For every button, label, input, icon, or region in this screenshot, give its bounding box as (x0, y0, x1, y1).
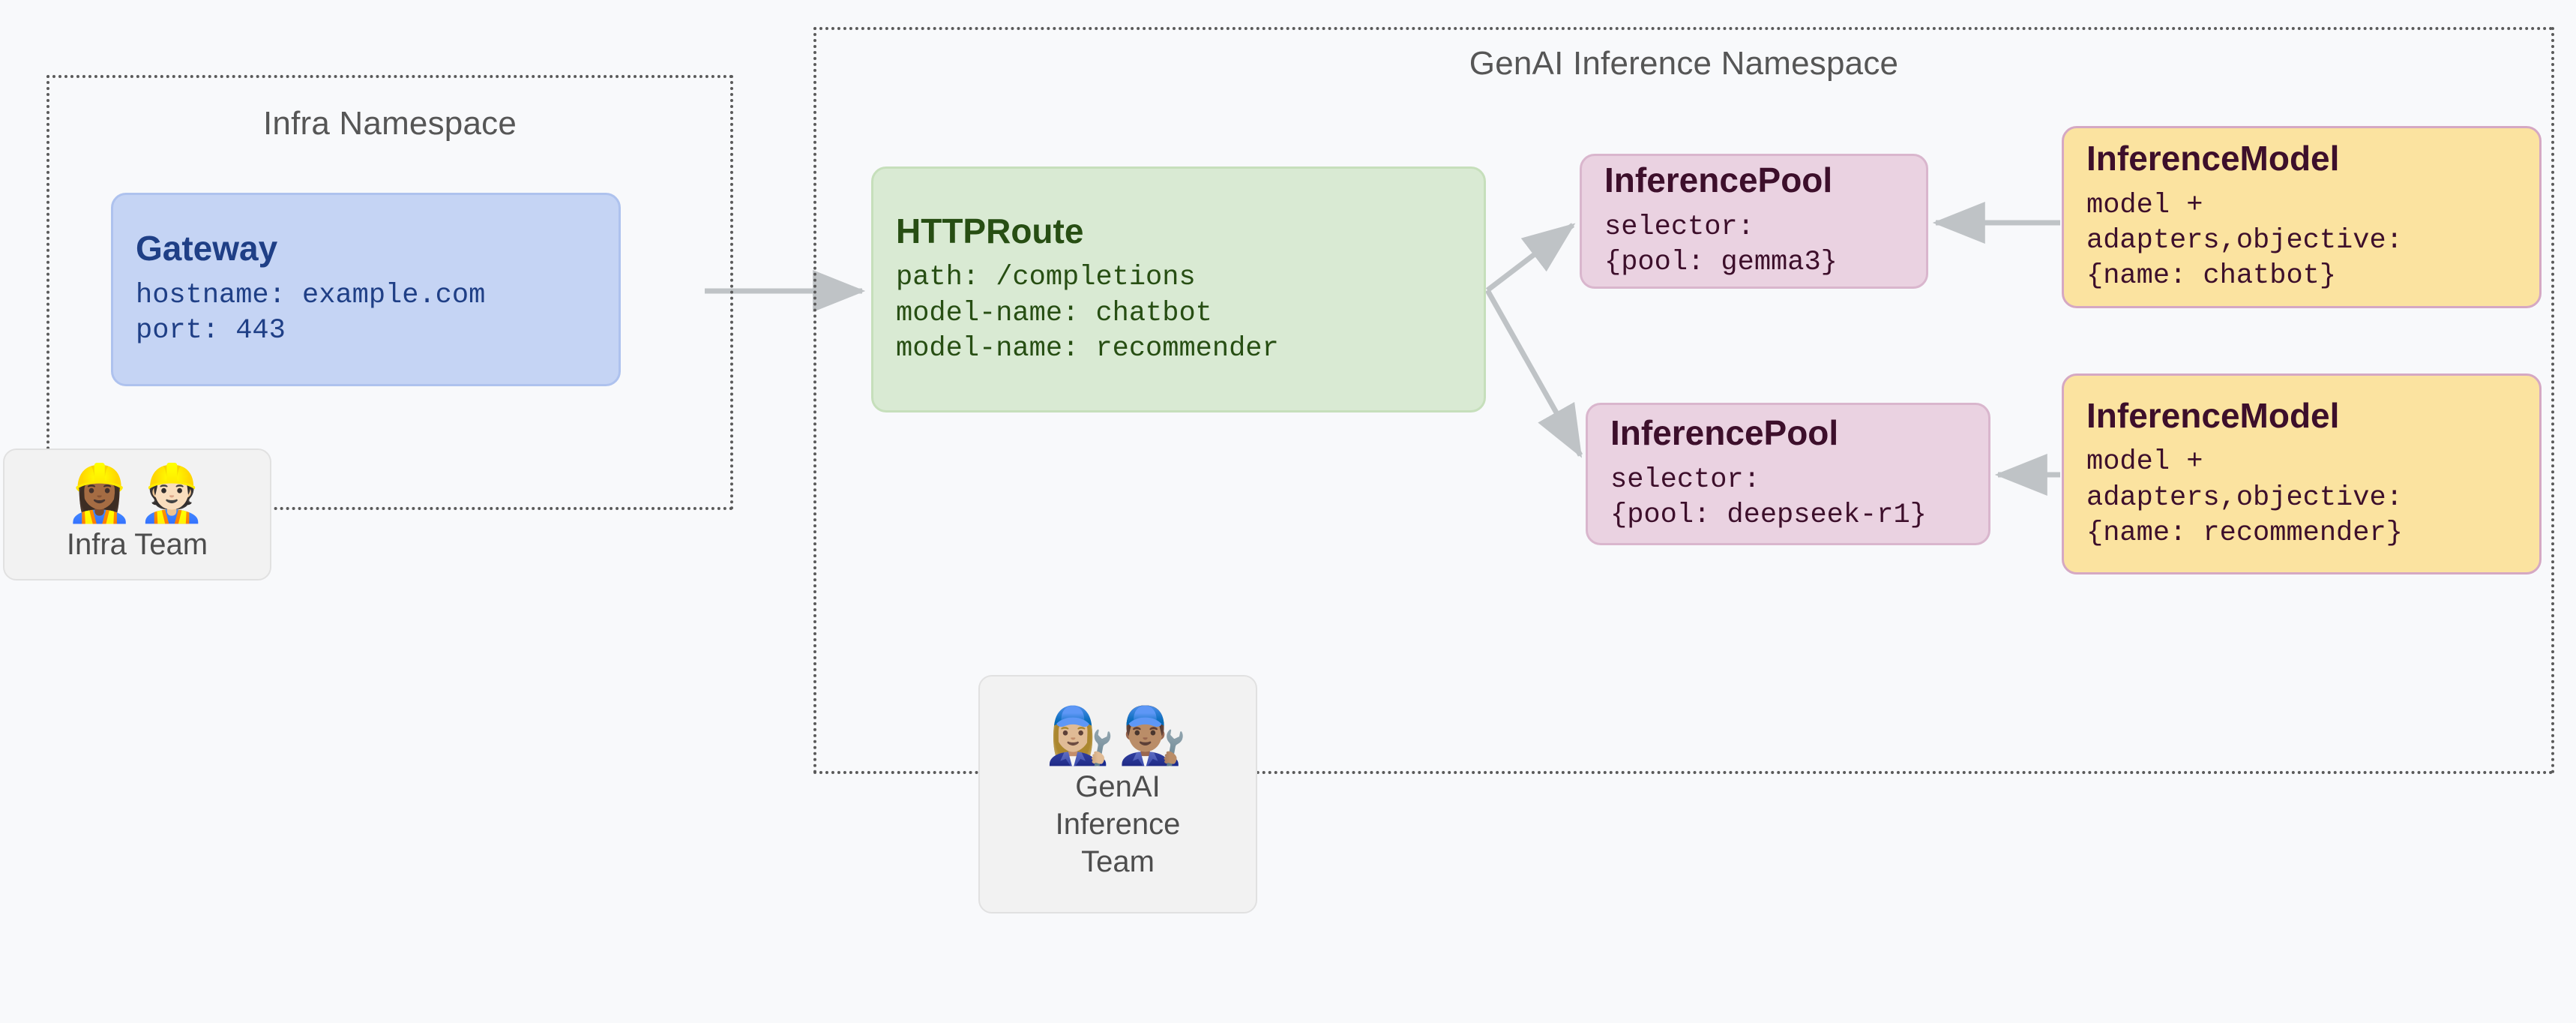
genai-inference-team-label: GenAI Inference Team (1055, 770, 1181, 878)
inferencepool-gemma3-title: InferencePool (1604, 160, 1833, 200)
httproute-title: HTTPRoute (896, 211, 1084, 250)
inferencepool-deepseek-r1-node[interactable]: InferencePool selector: {pool: deepseek-… (1586, 403, 1990, 545)
gateway-port: port: 443 (136, 315, 286, 347)
inferencepool-deepseek-r1-selector-value: {pool: deepseek-r1} (1610, 500, 1927, 532)
inferencemodel-chatbot-title: InferenceModel (2086, 139, 2340, 178)
inferencemodel-recommender-line-2: adapters,objective: (2086, 482, 2403, 514)
mechanic-icons: 👩🏼‍🔧👨🏽‍🔧 (1045, 704, 1191, 766)
gateway-hostname: hostname: example.com (136, 279, 486, 311)
gateway-title: Gateway (136, 229, 278, 268)
inferencemodel-chatbot-line-1: model + (2086, 189, 2203, 221)
httproute-node[interactable]: HTTPRoute path: /completions model-name:… (871, 166, 1486, 412)
infra-team-label: Infra Team (66, 528, 208, 561)
infra-namespace-boundary: Infra Namespace (46, 75, 733, 510)
inferencemodel-recommender-line-3: {name: recommender} (2086, 517, 2403, 549)
inferencepool-gemma3-selector-label: selector: (1604, 211, 1754, 243)
infra-namespace-title: Infra Namespace (262, 105, 517, 142)
inferencemodel-recommender-title: InferenceModel (2086, 395, 2340, 435)
inferencemodel-chatbot-line-2: adapters,objective: (2086, 225, 2403, 257)
genai-inference-namespace-boundary: GenAI Inference Namespace (813, 27, 2554, 774)
inferencepool-gemma3-node[interactable]: InferencePool selector: {pool: gemma3} (1580, 154, 1928, 289)
inferencemodel-chatbot-node[interactable]: InferenceModel model + adapters,objectiv… (2062, 126, 2542, 308)
inferencemodel-recommender-line-1: model + (2086, 446, 2203, 478)
infra-team-card[interactable]: 👷🏾‍♀️👷🏻 Infra Team (3, 448, 271, 580)
inferencepool-gemma3-selector-value: {pool: gemma3} (1604, 247, 1838, 279)
httproute-path: path: /completions (896, 262, 1196, 294)
inferencemodel-chatbot-line-3: {name: chatbot} (2086, 260, 2337, 292)
inferencepool-deepseek-r1-selector-label: selector: (1610, 464, 1760, 496)
construction-worker-icons: 👷🏾‍♀️👷🏻 (64, 462, 210, 524)
genai-inference-team-card[interactable]: 👩🏼‍🔧👨🏽‍🔧 GenAI Inference Team (978, 675, 1257, 914)
gateway-node[interactable]: Gateway hostname: example.com port: 443 (111, 193, 621, 386)
inferencepool-deepseek-r1-title: InferencePool (1610, 413, 1839, 453)
inferencemodel-recommender-node[interactable]: InferenceModel model + adapters,objectiv… (2062, 374, 2542, 574)
httproute-model-name-chatbot: model-name: chatbot (896, 297, 1212, 329)
genai-inference-namespace-title: GenAI Inference Namespace (1469, 45, 1899, 82)
httproute-model-name-recommender: model-name: recommender (896, 332, 1279, 364)
